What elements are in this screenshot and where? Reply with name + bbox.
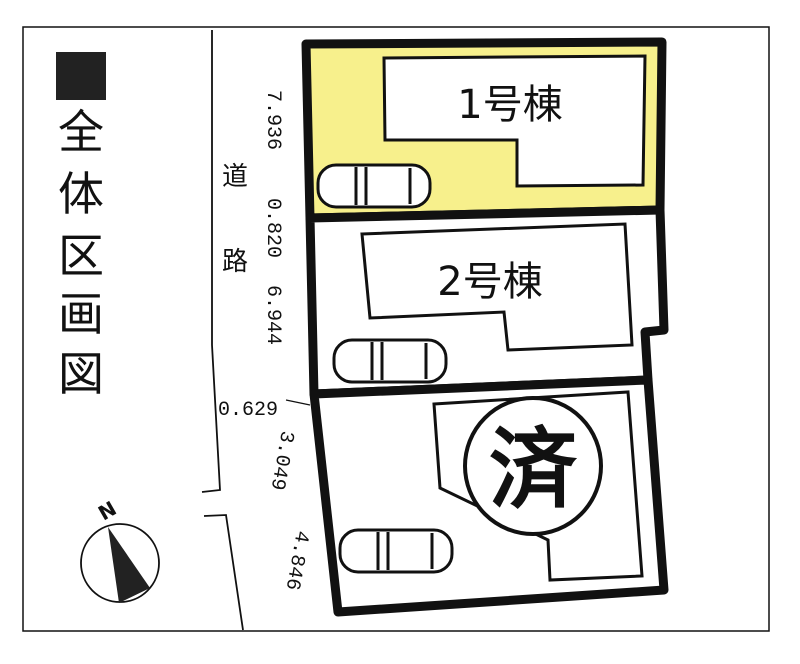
title-char-3: 区 [58,229,104,283]
north-arrow-icon: N [80,496,160,603]
dimension-gap-1: 0.820 [261,198,284,258]
road-edge-lower [203,514,244,631]
title-char-1: 全 [58,105,104,159]
dimension-offset-1: 0.629 [218,399,278,422]
lot-2-building [360,222,634,352]
dimension-lot3-segment-1: 3.049 [265,429,298,492]
sold-stamp-label: 済 [489,418,578,521]
lot-1-label: 1号棟 [457,82,562,128]
sold-stamp-circle [463,396,603,536]
lot-1-building [382,54,647,188]
leader-line-1 [285,399,311,406]
title-char-5: 図 [58,347,104,401]
dimension-lot2-frontage: 6.944 [261,285,284,345]
title-char-4: 画 [58,287,104,341]
lot-2-label: 2号棟 [437,259,542,305]
dimension-lot1-frontage: 7.936 [261,90,284,150]
dimension-lot3-segment-2: 4.846 [280,529,313,592]
car-icon-lot-3 [338,528,454,574]
title-marker-icon [56,52,106,100]
road-label-char-1: 道 [222,162,248,192]
road-label-char-2: 路 [222,247,248,277]
car-icon-lot-1 [316,163,432,209]
car-icon-lot-2 [332,338,448,384]
north-label: N [94,496,121,525]
title-char-2: 体 [58,167,104,221]
outer-frame [22,26,770,632]
road-edge-upper [201,30,221,493]
